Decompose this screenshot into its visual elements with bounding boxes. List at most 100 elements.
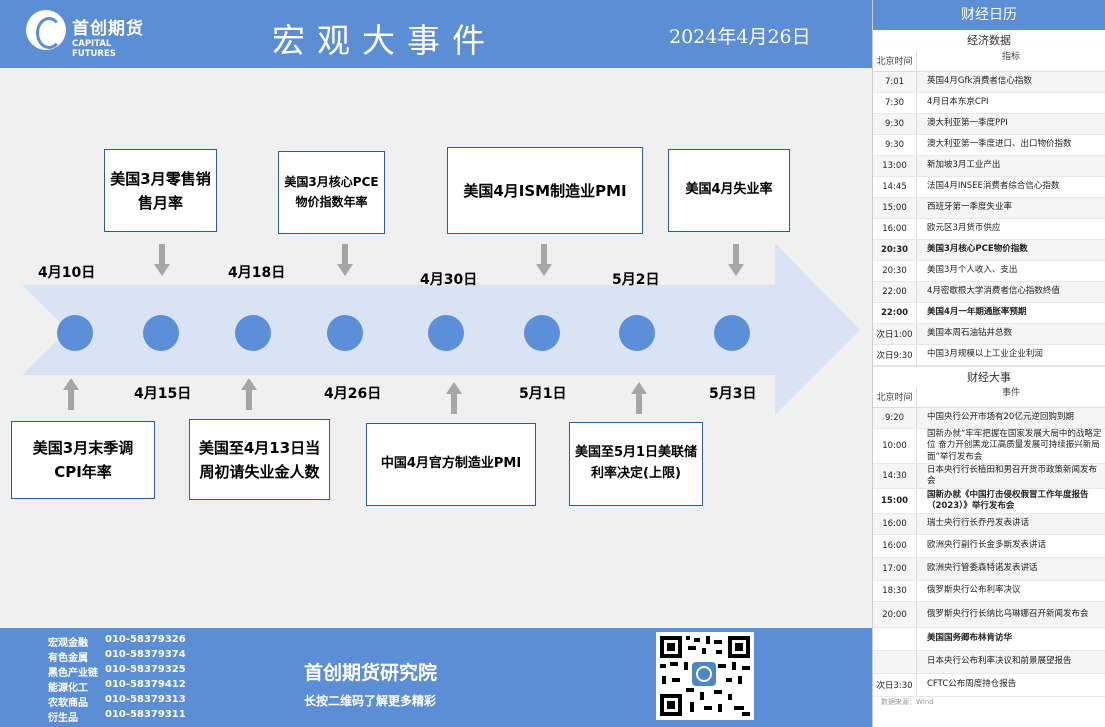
table-row: 20:30 美国3月个人收入、支出 <box>873 261 1105 282</box>
row-text: 日本央行公布利率决议和前景展望报告 <box>927 656 1072 667</box>
row-time: 14:30 <box>873 464 917 488</box>
row-text: 俄罗斯央行行长纳比乌琳娜召开新闻发布会 <box>927 608 1089 619</box>
row-text: 瑞士央行行长乔丹发表讲话 <box>927 518 1030 529</box>
row-text: 法国4月INSEE消费者综合信心指数 <box>927 181 1060 192</box>
row-time: 9:20 <box>873 408 917 428</box>
up-arrow-icon <box>631 382 647 414</box>
header-bar: 首创期货 CAPITAL FUTURES 宏观大事件 2024年4月26日 <box>0 0 872 68</box>
row-text: 4月密歇根大学消费者信心指数终值 <box>927 286 1060 297</box>
timeline-node <box>619 315 655 351</box>
event-box-top: 美国3月核心PCE物价指数年率 <box>278 151 385 234</box>
event-box-top: 美国4月ISM制造业PMI <box>447 147 643 234</box>
row-time: 9:30 <box>873 114 917 134</box>
timeline-node <box>57 315 93 351</box>
date-label: 4月30日 <box>420 272 478 288</box>
date-label: 4月18日 <box>228 265 286 281</box>
row-text: 澳大利亚第一季度PPI <box>927 118 1008 129</box>
econ-table-header: 北京时间 指标 <box>873 52 1105 72</box>
timeline-node <box>143 315 179 351</box>
row-text: 美国4月一年期通胀率预期 <box>927 307 1027 318</box>
table-row: 15:00 国新办就《中国打击侵权假冒工作年度报告（2023）》举行发布会 <box>873 489 1105 514</box>
row-text: 新加坡3月工业产出 <box>927 160 1001 171</box>
col-event-header: 事件 <box>1001 388 1020 398</box>
date-label: 5月2日 <box>612 272 660 288</box>
event-box-bottom: 美国至5月1日美联储利率决定(上限) <box>569 422 703 506</box>
table-row: 9:30 澳大利亚第一季度PPI <box>873 114 1105 135</box>
contact-dept: 衍生品 <box>48 713 78 724</box>
row-time: 15:00 <box>873 489 917 513</box>
col-indicator-header: 指标 <box>1001 52 1020 62</box>
table-row: 日本央行公布利率决议和前景展望报告 <box>873 651 1105 674</box>
row-time: 次日9:30 <box>873 345 917 365</box>
row-time: 14:45 <box>873 177 917 197</box>
col-time-header: 北京时间 <box>873 388 917 407</box>
row-time: 10:00 <box>873 429 917 463</box>
row-text: 美国3月个人收入、支出 <box>927 265 1018 276</box>
table-row: 16:00 欧洲央行副行长金多斯发表讲话 <box>873 535 1105 558</box>
row-text: 中国3月规模以上工业企业利润 <box>927 349 1043 360</box>
events-table-header: 北京时间 事件 <box>873 388 1105 408</box>
table-row: 次日9:30 中国3月规模以上工业企业利润 <box>873 345 1105 366</box>
row-time: 16:00 <box>873 219 917 239</box>
contact-phone: 010-58379412 <box>105 679 186 690</box>
logo-mark-icon <box>26 10 66 50</box>
row-time: 16:00 <box>873 514 917 534</box>
row-text: 日本央行行长植田和男召开货币政策新闻发布会 <box>927 464 1098 486</box>
qr-code-icon[interactable] <box>656 632 754 720</box>
down-arrow-icon <box>728 244 744 276</box>
row-text: 澳大利亚第一季度进口、出口物价指数 <box>927 139 1072 150</box>
row-text: 美国国务卿布林肯访华 <box>927 633 1013 644</box>
row-text: 美国3月核心PCE物价指数 <box>927 244 1028 255</box>
data-source: 数据来源：Wind <box>881 698 934 706</box>
row-text: 欧洲央行副行长金多斯发表讲话 <box>927 540 1047 551</box>
contact-dept: 农软商品 <box>48 698 88 709</box>
contact-dept: 有色金属 <box>48 653 88 664</box>
row-text: 欧洲央行管委森特诺发表讲话 <box>927 563 1038 574</box>
table-row: 14:30 日本央行行长植田和男召开货币政策新闻发布会 <box>873 464 1105 489</box>
event-box-bottom: 中国4月官方制造业PMI <box>366 423 536 506</box>
date-label: 4月26日 <box>324 386 382 402</box>
table-row: 20:00 俄罗斯央行行长纳比乌琳娜召开新闻发布会 <box>873 602 1105 628</box>
table-row: 14:45 法国4月INSEE消费者综合信心指数 <box>873 177 1105 198</box>
contact-phone: 010-58379326 <box>105 634 186 645</box>
date-label: 5月3日 <box>709 386 757 402</box>
table-row: 9:20 中国央行公开市场有20亿元逆回购到期 <box>873 408 1105 429</box>
row-text: 俄罗斯央行公布利率决议 <box>927 585 1021 596</box>
table-row: 22:00 美国4月一年期通胀率预期 <box>873 303 1105 324</box>
row-time: 20:30 <box>873 261 917 281</box>
table-row: 9:30 澳大利亚第一季度进口、出口物价指数 <box>873 135 1105 156</box>
main-panel: 首创期货 CAPITAL FUTURES 宏观大事件 2024年4月26日 美国… <box>0 0 872 727</box>
row-time <box>873 651 917 673</box>
row-text: 美国本周石油钻井总数 <box>927 328 1013 339</box>
row-time: 9:30 <box>873 135 917 155</box>
date-label: 4月10日 <box>38 265 96 281</box>
event-box-top: 美国4月失业率 <box>668 149 790 232</box>
row-time: 16:00 <box>873 535 917 557</box>
contact-phone: 010-58379374 <box>105 649 186 660</box>
table-row: 16:00 欧元区3月货币供应 <box>873 219 1105 240</box>
calendar-title: 财经日历 <box>873 0 1105 30</box>
row-time: 22:00 <box>873 303 917 323</box>
date-label: 5月1日 <box>519 386 567 402</box>
row-text: 4月日本东京CPI <box>927 97 989 108</box>
event-box-bottom: 美国至4月13日当周初请失业金人数 <box>189 419 330 500</box>
row-time: 7:01 <box>873 72 917 92</box>
row-time: 18:30 <box>873 581 917 601</box>
contact-dept: 宏观金融 <box>48 638 88 649</box>
row-time: 20:30 <box>873 240 917 260</box>
timeline-node <box>327 315 363 351</box>
contact-phone: 010-58379311 <box>105 709 186 720</box>
row-time: 20:00 <box>873 602 917 627</box>
row-time: 次日3:30 <box>873 674 917 696</box>
timeline-node <box>524 315 560 351</box>
row-text: 欧元区3月货币供应 <box>927 223 1001 234</box>
row-text: 中国央行公开市场有20亿元逆回购到期 <box>927 412 1074 423</box>
row-time <box>873 628 917 650</box>
row-text: 国新办就《中国打击侵权假冒工作年度报告（2023）》举行发布会 <box>927 489 1089 511</box>
